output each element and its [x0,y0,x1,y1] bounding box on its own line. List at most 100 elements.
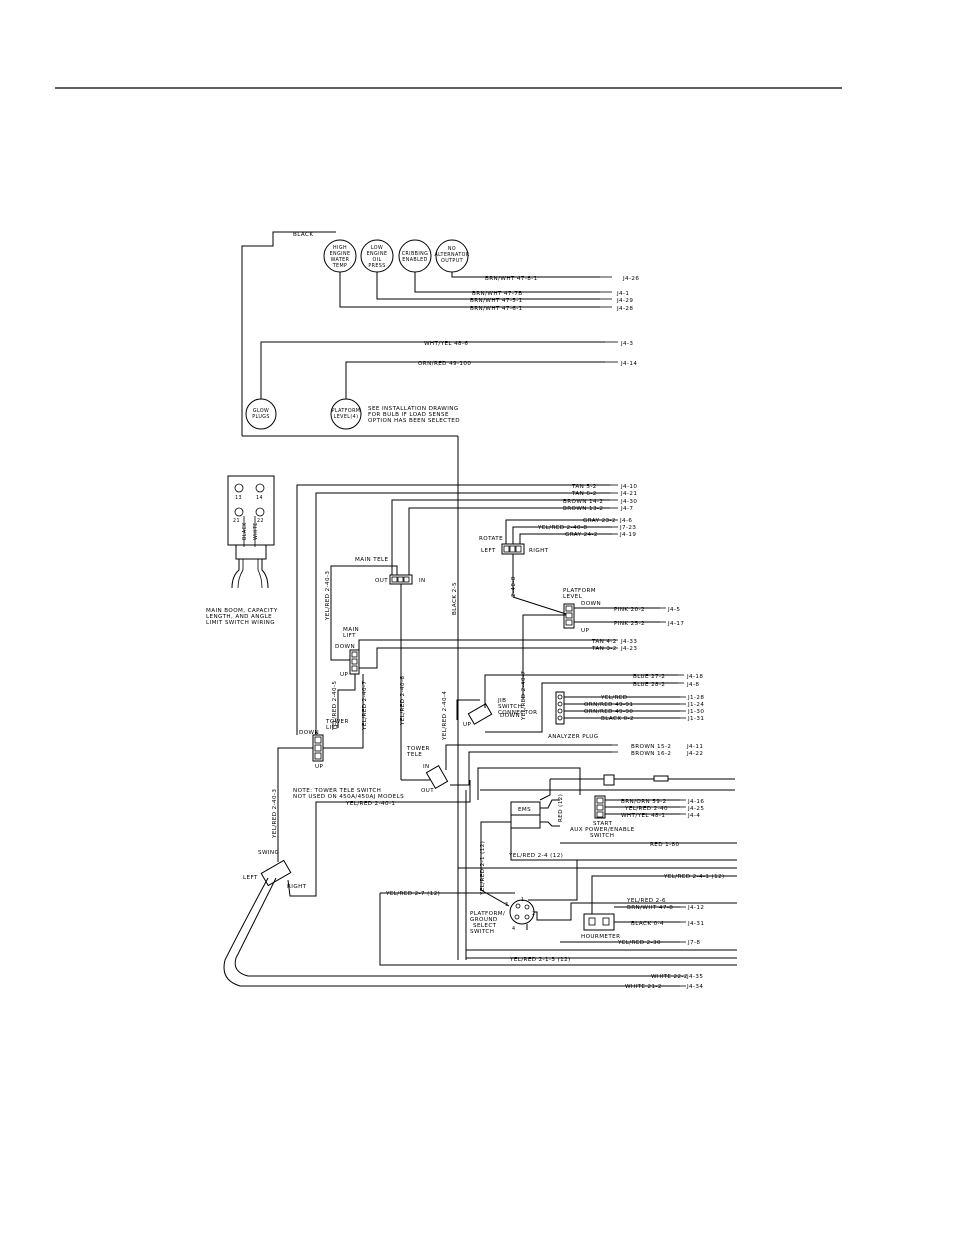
svg-text:LOW: LOW [371,245,383,251]
svg-text:SELECT: SELECT [473,923,497,929]
svg-text:OIL: OIL [372,257,381,263]
svg-text:BROWN 15-2: BROWN 15-2 [631,744,671,750]
svg-text:PLATFORM: PLATFORM [563,588,596,594]
svg-text:J4-12: J4-12 [687,905,704,911]
svg-text:NOT USED ON 450A/450AJ MODELS: NOT USED ON 450A/450AJ MODELS [293,794,404,800]
svg-text:YEL/RED 2-40-7: YEL/RED 2-40-7 [521,671,527,721]
svg-text:RED 1-80: RED 1-80 [650,842,679,848]
svg-text:PLATFORM: PLATFORM [332,408,361,414]
svg-text:TAN 6-2: TAN 6-2 [571,491,597,497]
svg-text:J4-1: J4-1 [616,291,629,297]
svg-text:J4-7: J4-7 [620,506,633,512]
svg-text:J7-23: J7-23 [619,525,636,531]
svg-text:LIFT: LIFT [343,633,356,639]
no-alternator-sensor: NO ALTERNATOR OUTPUT [434,239,469,273]
svg-text:IN: IN [423,764,430,770]
svg-text:J1-31: J1-31 [687,716,704,722]
svg-text:WHITE 21-2: WHITE 21-2 [625,984,662,990]
svg-text:J4-4: J4-4 [687,813,700,819]
svg-text:ROTATE: ROTATE [479,536,503,542]
svg-text:OUT: OUT [375,578,388,584]
svg-text:J4-19: J4-19 [619,532,636,538]
svg-text:J7-8: J7-8 [687,940,700,946]
svg-text:HOURMETER: HOURMETER [581,934,620,940]
svg-text:BLACK 0-4: BLACK 0-4 [631,921,664,927]
svg-text:ENGINE: ENGINE [367,251,388,257]
svg-text:TOWER: TOWER [406,746,430,752]
cribbing-sensor: CRIBBING ENABLED [398,239,432,273]
svg-text:LEVEL: LEVEL [563,594,583,600]
svg-text:PLATFORM/: PLATFORM/ [470,911,505,917]
svg-text:YEL/RED 2-4-1 (12): YEL/RED 2-4-1 (12) [663,874,725,880]
svg-text:22: 22 [257,518,264,524]
svg-text:HIGH: HIGH [333,245,347,251]
svg-text:GROUND: GROUND [470,917,498,923]
svg-text:ORN/RED 49-91: ORN/RED 49-91 [584,702,633,708]
svg-text:ENABLED: ENABLED [402,257,427,263]
svg-text:YEL/RED 2-1-3 (12): YEL/RED 2-1-3 (12) [509,957,571,963]
svg-text:SWITCH: SWITCH [470,929,494,935]
svg-text:JIB: JIB [497,698,506,704]
svg-text:NO: NO [448,246,456,252]
svg-text:J4-8: J4-8 [686,682,699,688]
svg-text:PLUGS: PLUGS [252,414,270,420]
install-note: SEE INSTALLATION DRAWING [368,406,459,412]
svg-text:14: 14 [256,495,263,501]
start-switch: START AUX POWER/ENABLE SWITCH BRN/ORN 59… [570,795,704,839]
svg-text:GRAY 24-2: GRAY 24-2 [565,532,598,538]
platform-level-bulb: PLATFORM LEVEL(4) [330,398,362,430]
limit-switch-detail: 13 14 21 22 BLACK WHITE MAIN BOOM, CAPAC… [206,475,278,626]
svg-text:ALTERNATOR: ALTERNATOR [434,252,469,258]
svg-text:WATER: WATER [331,257,350,263]
svg-text:WHITE 22-2: WHITE 22-2 [651,974,688,980]
svg-text:LEFT: LEFT [243,875,258,881]
black-wire-label: BLACK [293,232,313,238]
svg-text:J4-5: J4-5 [667,607,680,613]
svg-text:LEVEL(4): LEVEL(4) [334,414,359,420]
svg-text:LEFT: LEFT [481,548,496,554]
svg-text:4: 4 [512,926,515,932]
svg-text:YEL/RED 2-40-3: YEL/RED 2-40-3 [272,789,278,839]
svg-text:RIGHT: RIGHT [529,548,549,554]
high-temp-sensor: HIGH ENGINE WATER TEMP [323,239,357,273]
svg-text:ANALYZER PLUG: ANALYZER PLUG [548,734,599,740]
svg-text:CRIBBING: CRIBBING [402,251,429,257]
svg-text:J4-17: J4-17 [667,621,684,627]
svg-text:LIMIT SWITCH WIRING: LIMIT SWITCH WIRING [206,620,275,626]
svg-text:ORN/RED 49-90: ORN/RED 49-90 [584,709,633,715]
svg-text:YEL/RED 2-40-7: YEL/RED 2-40-7 [362,681,368,731]
svg-text:BRN/WHT 47-8: BRN/WHT 47-8 [627,905,673,911]
svg-text:J4-33: J4-33 [620,639,637,645]
svg-text:YEL/RED 2-40-4: YEL/RED 2-40-4 [442,691,448,741]
svg-text:J4-35: J4-35 [686,974,703,980]
svg-text:BLACK 2-5: BLACK 2-5 [452,582,458,615]
svg-text:J4-18: J4-18 [686,674,703,680]
svg-text:IN: IN [419,578,426,584]
svg-text:J4-14: J4-14 [620,361,637,367]
svg-text:WHITE: WHITE [253,522,259,540]
svg-text:RED (12): RED (12) [558,794,564,822]
svg-text:FOR BULB IF LOAD SENSE: FOR BULB IF LOAD SENSE [368,412,449,418]
svg-text:SWING: SWING [258,850,279,856]
svg-text:3: 3 [505,902,508,908]
svg-text:GLOW: GLOW [253,408,269,414]
svg-text:MAIN BOOM, CAPACITY: MAIN BOOM, CAPACITY [206,608,278,614]
main-tele-switch: MAIN TELE OUT IN YEL/RED 2-40-3 YEL/RED … [325,557,430,781]
svg-text:YEL/RED 2-6: YEL/RED 2-6 [626,898,666,904]
svg-text:PRESS: PRESS [368,263,385,269]
svg-text:YEL/RED 2-7 (12): YEL/RED 2-7 (12) [385,891,440,897]
svg-text:RIGHT: RIGHT [287,884,307,890]
svg-text:J4-26: J4-26 [622,276,639,282]
svg-text:AUX POWER/ENABLE: AUX POWER/ENABLE [570,827,635,833]
svg-text:OUT: OUT [421,788,434,794]
svg-text:UP: UP [463,722,471,728]
svg-text:J4-25: J4-25 [687,806,704,812]
svg-text:TOWER: TOWER [325,719,349,725]
svg-text:J4-11: J4-11 [686,744,703,750]
svg-text:BLUE 28-2: BLUE 28-2 [633,682,665,688]
